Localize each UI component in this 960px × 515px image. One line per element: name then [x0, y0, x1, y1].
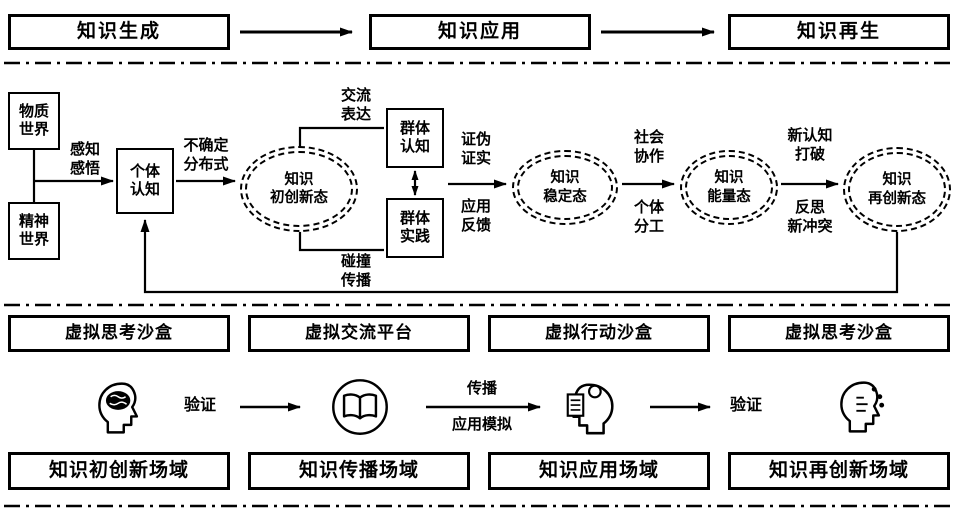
spiritual-world-box: 精神 世界 — [8, 202, 60, 260]
state-renew-ellipse: 知识 再创新态 — [843, 147, 951, 232]
material-world-label: 物质 世界 — [18, 103, 49, 138]
individual-division-label: 个体 分工 — [633, 199, 664, 236]
apply-simulation-label: 应用模拟 — [451, 416, 512, 433]
sandbox-box-communication: 虚拟交流平台 — [248, 315, 470, 352]
collision-propagate-label: 碰撞 传播 — [340, 253, 371, 290]
feedback-loop-to-individual — [140, 219, 899, 294]
group-practice-label: 群体 实践 — [399, 210, 430, 245]
field-box-propagation: 知识传播场域 — [248, 452, 470, 490]
field-label: 知识应用场域 — [538, 459, 659, 481]
sandbox-label: 虚拟思考沙盒 — [785, 323, 893, 343]
sandbox-label: 虚拟思考沙盒 — [65, 323, 173, 343]
stage-box-knowledge-generation: 知识生成 — [8, 14, 230, 50]
application-feedback-label: 应用 反馈 — [460, 198, 491, 235]
spiritual-world-label: 精神 世界 — [18, 213, 49, 248]
sandbox-label: 虚拟交流平台 — [305, 323, 413, 343]
state-initial-ellipse: 知识 初创新态 — [240, 146, 358, 232]
open-book-icon — [330, 377, 390, 437]
group-cognition-label: 群体 认知 — [399, 120, 430, 155]
stage-label: 知识应用 — [437, 20, 522, 42]
verify-right-label: 验证 — [729, 397, 762, 414]
stage-box-knowledge-regeneration: 知识再生 — [728, 14, 950, 50]
field-box-application: 知识应用场域 — [488, 452, 710, 490]
sandbox-box-action: 虚拟行动沙盒 — [488, 315, 710, 352]
branch-initial-to-group-practice — [298, 231, 384, 252]
branch-initial-to-group-cognition — [298, 126, 384, 147]
state-energy-ellipse: 知识 能量态 — [680, 150, 778, 225]
stage-label: 知识再生 — [796, 20, 881, 42]
field-label: 知识初创新场域 — [48, 459, 189, 481]
state-stable-ellipse: 知识 稳定态 — [512, 150, 618, 225]
group-cognition-box: 群体 认知 — [386, 108, 444, 168]
verify-left-label: 验证 — [183, 397, 216, 414]
field-label: 知识再创新场域 — [768, 459, 909, 481]
exchange-express-label: 交流 表达 — [340, 87, 371, 124]
material-world-box: 物质 世界 — [8, 92, 60, 150]
field-box-re-innovation: 知识再创新场域 — [728, 452, 950, 490]
thinking-brain-head-icon — [90, 378, 150, 438]
uncertain-distributed-label: 不确定 分布式 — [183, 137, 229, 174]
field-label: 知识传播场域 — [298, 459, 419, 481]
group-practice-box: 群体 实践 — [386, 198, 444, 258]
ai-head-icon — [832, 377, 892, 437]
sandbox-box-thinking-1: 虚拟思考沙盒 — [8, 315, 230, 352]
state-energy-label: 知识 能量态 — [707, 170, 751, 205]
state-renew-label: 知识 再创新态 — [868, 172, 926, 207]
stage-box-knowledge-application: 知识应用 — [369, 14, 591, 50]
state-stable-label: 知识 稳定态 — [543, 170, 587, 205]
individual-cognition-box: 个体 认知 — [116, 148, 174, 214]
field-box-initial-innovation: 知识初创新场域 — [8, 452, 230, 490]
individual-cognition-label: 个体 认知 — [129, 163, 160, 198]
new-cognition-breaking-label: 新认知 打破 — [787, 127, 833, 164]
applying-head-icon — [560, 377, 622, 439]
sandbox-box-thinking-2: 虚拟思考沙盒 — [728, 315, 950, 352]
propagate-label: 传播 — [466, 380, 497, 397]
sandbox-label: 虚拟行动沙盒 — [545, 323, 653, 343]
falsify-verify-label: 证伪 证实 — [460, 131, 491, 168]
perceive-label: 感知 感悟 — [69, 141, 100, 178]
reflect-conflict-label: 反思 新冲突 — [787, 199, 833, 236]
stage-label: 知识生成 — [76, 20, 161, 42]
state-initial-label: 知识 初创新态 — [270, 171, 328, 206]
social-collaboration-label: 社会 协作 — [633, 129, 664, 166]
